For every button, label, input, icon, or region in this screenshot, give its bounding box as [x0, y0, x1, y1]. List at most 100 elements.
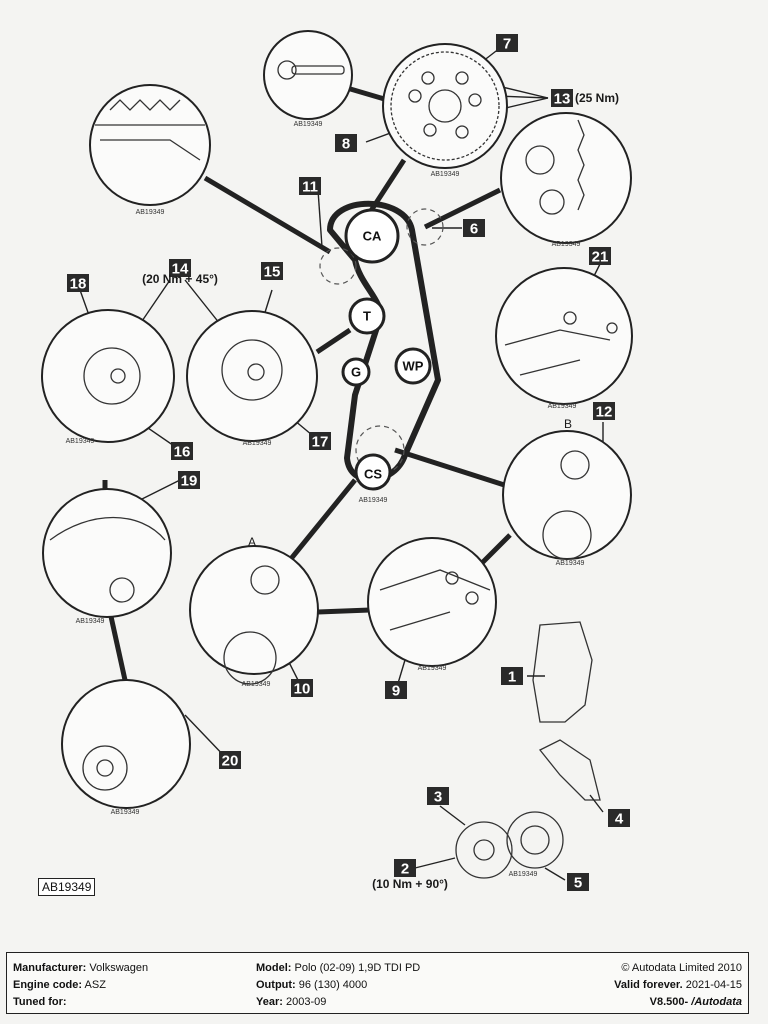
callout-12: 12 — [593, 402, 615, 421]
figure-code: AB19349 — [294, 121, 323, 128]
figure-code: AB19349 — [136, 209, 165, 216]
callout-number: 20 — [222, 753, 239, 770]
callout-box — [299, 177, 321, 195]
callout-13: 13 — [551, 89, 573, 108]
callout-box — [394, 859, 416, 877]
callout-box — [463, 219, 485, 237]
callout-6: 6 — [463, 219, 485, 238]
crankshaft-pulley: CS AB19349 — [354, 453, 392, 504]
callout-number: 9 — [392, 683, 400, 700]
callout-16: 16 — [171, 442, 193, 461]
callout-number: 15 — [264, 264, 281, 281]
manufacturer-value: Volkswagen — [89, 962, 149, 974]
callout-number: 1 — [508, 669, 516, 686]
callout-number: 10 — [294, 681, 311, 698]
torque-14: (20 Nm + 45°) — [142, 272, 218, 286]
callout-5: 5 — [567, 873, 589, 892]
callout-box — [496, 34, 518, 52]
callout-number: 7 — [503, 36, 511, 53]
camshaft-mark-detail: AB19349 — [89, 84, 211, 216]
callout-box — [335, 134, 357, 152]
autodata-logo: /Autodata — [691, 996, 742, 1008]
callout-box — [178, 471, 200, 489]
callout-box — [427, 787, 449, 805]
footer-col-model: Model: Polo (02-09) 1,9D TDI PD Output: … — [256, 960, 420, 1011]
reference-code: AB19349 — [38, 878, 96, 896]
callout-18: 18 — [67, 274, 89, 293]
callout-number: 5 — [574, 875, 582, 892]
callout-3: 3 — [427, 787, 449, 806]
callout-number: 13 — [554, 91, 571, 108]
detail-9: AB19349 — [367, 537, 497, 672]
figure-code: AB19349 — [359, 497, 388, 504]
callout-box — [567, 873, 589, 891]
footer-col-copyright: © Autodata Limited 2010 Valid forever. 2… — [614, 960, 742, 1011]
figure-code: AB19349 — [66, 438, 95, 445]
figure-code: AB19349 — [548, 403, 577, 410]
detail-21: AB19349 — [495, 267, 633, 410]
locking-pin-tool-detail: AB19349 — [263, 30, 353, 128]
callout-number: 3 — [434, 789, 442, 806]
callout-number: 4 — [615, 811, 624, 828]
model-label: Model: — [256, 962, 292, 974]
callout-number: 19 — [181, 473, 198, 490]
callout-2: 2 — [394, 859, 416, 878]
output-value: 96 (130) 4000 — [298, 979, 368, 991]
upper-timing-cover — [532, 621, 593, 723]
engine-code-value: ASZ — [84, 979, 106, 991]
callout-number: 11 — [302, 179, 318, 196]
callout-1: 1 — [501, 667, 523, 686]
callout-number: 8 — [342, 136, 350, 153]
callout-14: 14 — [169, 259, 191, 278]
camshaft-pulley: CA — [344, 208, 400, 264]
callout-box — [261, 262, 283, 280]
detail-label-a: A — [248, 535, 256, 549]
callout-7: 7 — [496, 34, 518, 53]
callout-4: 4 — [608, 809, 630, 828]
callout-15: 15 — [261, 262, 283, 281]
output-label: Output: — [256, 979, 296, 991]
figure-code: AB19349 — [243, 440, 272, 447]
callout-number: 18 — [70, 276, 87, 293]
model-value: Polo (02-09) 1,9D TDI PD — [294, 962, 421, 974]
callout-box — [171, 442, 193, 460]
figure-code: AB19349 — [111, 809, 140, 816]
callout-box — [169, 259, 191, 277]
figure-code: AB19349 — [418, 665, 447, 672]
camshaft-sprocket-detail: AB19349 — [382, 43, 508, 178]
detail-label-b: B — [564, 417, 572, 431]
manufacturer-label: Manufacturer: — [13, 962, 87, 974]
copyright: © Autodata Limited 2010 — [621, 962, 742, 974]
callout-11: 11 — [299, 177, 321, 196]
figure-code: AB19349 — [242, 681, 271, 688]
guide-label: G — [351, 365, 361, 380]
guide-pulley: G — [341, 357, 371, 387]
detail-a: AB19349 A — [189, 535, 319, 688]
valid-label: Valid forever. — [614, 979, 683, 991]
figure-code: AB19349 — [509, 871, 538, 878]
callout-box — [593, 402, 615, 420]
torque-2: (10 Nm + 90°) — [372, 877, 448, 891]
water-pump-label: WP — [403, 359, 424, 374]
figure-code: AB19349 — [76, 618, 105, 625]
callout-21: 21 — [589, 247, 611, 266]
camshaft-label: CA — [363, 229, 382, 244]
callout-19: 19 — [178, 471, 200, 490]
callout-box — [551, 89, 573, 107]
callout-box — [309, 432, 331, 450]
callout-box — [608, 809, 630, 827]
version: V8.500- — [649, 996, 689, 1008]
callout-box — [291, 679, 313, 697]
figure-code: AB19349 — [556, 560, 585, 567]
callout-number: 16 — [174, 444, 191, 461]
callout-number: 6 — [470, 221, 478, 238]
callout-box — [385, 681, 407, 699]
callout-box — [501, 667, 523, 685]
detail-15: AB19349 — [186, 310, 318, 447]
detail-18: AB19349 — [41, 309, 175, 445]
lower-cover-plate: AB19349 — [506, 811, 564, 878]
callout-box — [67, 274, 89, 292]
figure-code: AB19349 — [431, 171, 460, 178]
callout-number: 17 — [312, 434, 329, 451]
